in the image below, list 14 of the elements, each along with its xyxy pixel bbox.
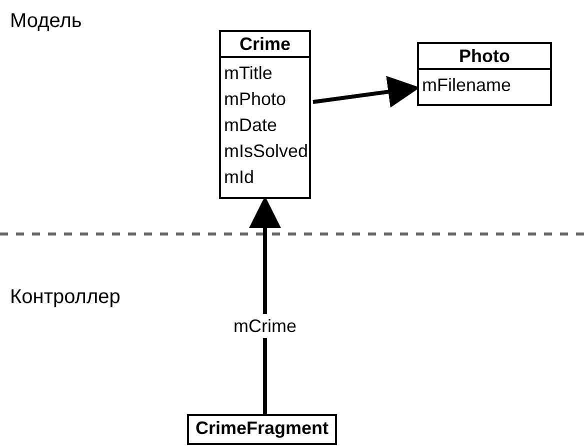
section-label: Модель — [10, 9, 82, 34]
field-name: mPhoto — [224, 88, 288, 111]
field-name: mDate — [224, 114, 278, 137]
class-name: CrimeFragment — [194, 417, 330, 440]
class-name: Crime — [238, 33, 292, 56]
field-name: mIsSolved — [224, 140, 309, 163]
class-box — [219, 30, 311, 199]
class-name: Photo — [458, 45, 511, 68]
field-name: mFilename — [422, 74, 512, 97]
class-box — [187, 414, 337, 445]
field-name: mTitle — [224, 62, 274, 85]
class-box — [417, 42, 552, 106]
section-label: Контроллер — [10, 285, 120, 310]
field-name: mId — [224, 166, 256, 189]
